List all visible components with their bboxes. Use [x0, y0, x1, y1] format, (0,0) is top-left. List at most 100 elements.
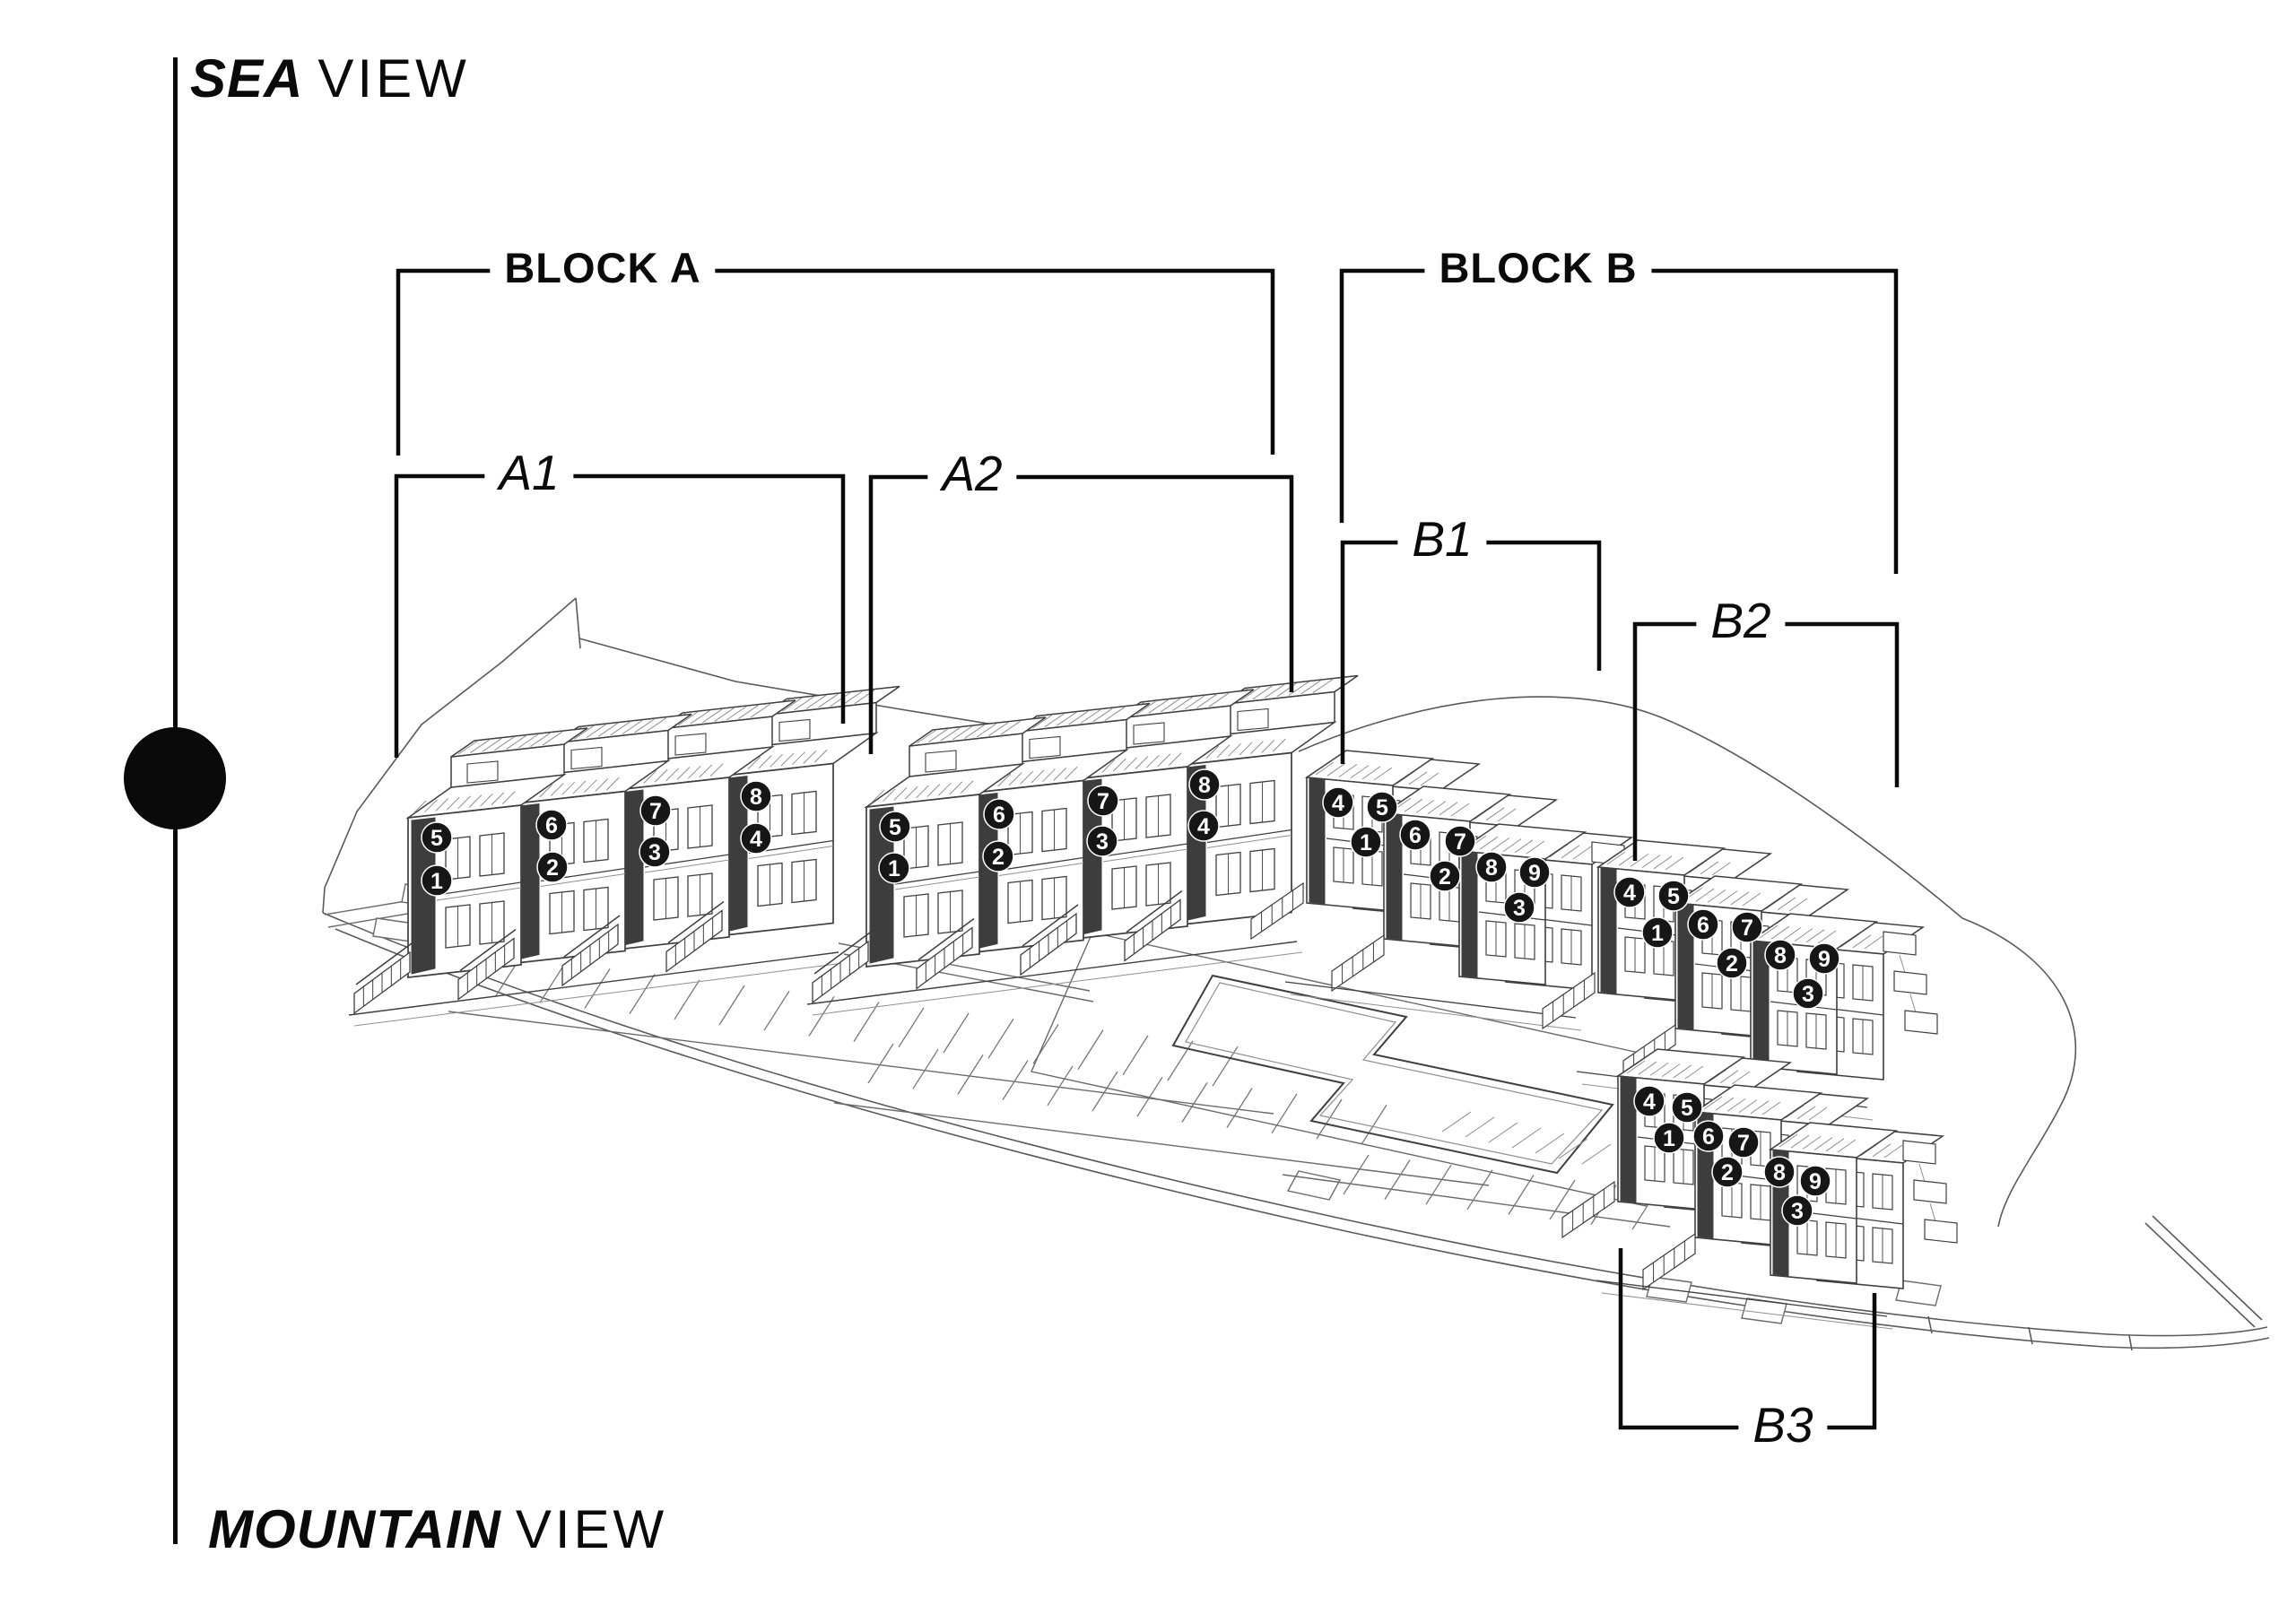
unit-badge-number: 8 — [1773, 1160, 1786, 1185]
unit-badge-B3-4[interactable]: 4 — [1633, 1085, 1665, 1117]
group-b2-bracket — [1632, 621, 1900, 861]
unit-badge-number: 2 — [1721, 1160, 1734, 1185]
pool-inner-line — [1185, 982, 1604, 1165]
unit-badge-A2-5[interactable]: 5 — [879, 811, 911, 843]
unit-badge-B3-9[interactable]: 9 — [1799, 1165, 1831, 1197]
unit-badge-A1-8[interactable]: 8 — [740, 780, 772, 812]
unit-badge-B1-6[interactable]: 6 — [1399, 819, 1431, 851]
group-a2-label: A2 — [927, 446, 1017, 503]
unit-badge-number: 9 — [1818, 947, 1831, 972]
unit-badge-A2-8[interactable]: 8 — [1188, 768, 1221, 801]
group-a2-bracket — [868, 474, 1294, 754]
unit-badge-B2-8[interactable]: 8 — [1764, 939, 1796, 971]
unit-badge-B2-9[interactable]: 9 — [1808, 942, 1840, 975]
unit-badge-number: 3 — [1513, 896, 1526, 921]
unit-badge-number: 5 — [1376, 795, 1388, 820]
group-b2-label: B2 — [1696, 593, 1786, 650]
orientation — [124, 57, 226, 1544]
unit-badge-B3-5[interactable]: 5 — [1671, 1091, 1703, 1124]
unit-badge-A2-3[interactable]: 3 — [1086, 825, 1118, 857]
unit-badge-A2-1[interactable]: 1 — [878, 852, 910, 884]
plaza-outline — [1031, 932, 1705, 1207]
terrain-bottom-edge — [322, 912, 2268, 1337]
unit-badge-number: 9 — [1809, 1169, 1822, 1194]
unit-badge-number: 5 — [1681, 1096, 1693, 1121]
unit-badge-B1-1[interactable]: 1 — [1350, 826, 1382, 858]
unit-badge-A1-5[interactable]: 5 — [421, 821, 453, 854]
unit-badge-B3-7[interactable]: 7 — [1727, 1126, 1760, 1159]
terrain-right-contour — [1961, 917, 2077, 1228]
pool-step-square — [1286, 1170, 1342, 1201]
unit-badge-number: 8 — [750, 785, 762, 810]
unit-badge-A1-3[interactable]: 3 — [639, 836, 671, 868]
unit-badge-number: 1 — [1651, 921, 1664, 946]
tail-wall-outer — [2152, 1215, 2263, 1321]
unit-badge-B3-6[interactable]: 6 — [1692, 1120, 1725, 1152]
unit-badge-number: 2 — [1439, 864, 1451, 890]
building-cluster-A1 — [348, 685, 900, 1027]
unit-badge-B3-1[interactable]: 1 — [1653, 1122, 1685, 1154]
unit-badge-number: 3 — [1096, 829, 1109, 855]
unit-badge-A1-2[interactable]: 2 — [536, 851, 569, 883]
unit-badge-B2-3[interactable]: 3 — [1792, 977, 1824, 1010]
unit-badge-B2-5[interactable]: 5 — [1657, 880, 1690, 912]
unit-badge-number: 7 — [1454, 829, 1466, 855]
unit-badge-B2-1[interactable]: 1 — [1641, 916, 1674, 949]
unit-badge-B1-8[interactable]: 8 — [1475, 851, 1508, 883]
group-a1-label: A1 — [484, 445, 574, 502]
unit-badge-number: 1 — [888, 856, 900, 881]
unit-badge-B1-5[interactable]: 5 — [1366, 791, 1398, 823]
unit-badge-A2-4[interactable]: 4 — [1187, 810, 1220, 842]
unit-badge-number: 4 — [1197, 814, 1210, 839]
parking-lane-edge-2 — [833, 1102, 1490, 1186]
unit-badge-number: 7 — [649, 799, 662, 824]
tail-wall-inner — [2144, 1222, 2256, 1328]
unit-badge-number: 3 — [1791, 1199, 1804, 1224]
building-cluster-A2 — [806, 674, 1359, 1016]
parking-lane-edge-3 — [1282, 1174, 1671, 1228]
wall-tick-3 — [2128, 1334, 2133, 1351]
unit-badge-B1-3[interactable]: 3 — [1503, 891, 1535, 924]
unit-badge-number: 6 — [545, 813, 558, 838]
unit-badge-B2-2[interactable]: 2 — [1716, 947, 1748, 979]
unit-badge-B1-7[interactable]: 7 — [1444, 825, 1476, 857]
pool-outline — [1171, 974, 1614, 1175]
unit-badge-B2-6[interactable]: 6 — [1687, 908, 1719, 941]
unit-badge-number: 2 — [1726, 951, 1738, 976]
unit-badge-B2-7[interactable]: 7 — [1731, 911, 1763, 943]
unit-badge-number: 2 — [992, 845, 1004, 870]
unit-badge-B3-8[interactable]: 8 — [1763, 1156, 1796, 1188]
unit-badge-A1-4[interactable]: 4 — [740, 822, 772, 855]
buildings-layer — [348, 674, 1958, 1330]
wall-tick-2 — [2028, 1326, 2033, 1345]
sea-side-marker — [124, 727, 226, 829]
mountain-view-emphasis: MOUNTAIN — [208, 1499, 501, 1559]
sea-view-rest: VIEW — [317, 48, 470, 108]
unit-badge-A1-7[interactable]: 7 — [639, 794, 672, 827]
unit-badge-number: 4 — [1643, 1089, 1656, 1115]
unit-badge-A1-1[interactable]: 1 — [421, 864, 453, 897]
unit-badge-A2-6[interactable]: 6 — [983, 798, 1015, 830]
sea-view-emphasis: SEA — [190, 48, 304, 108]
unit-badge-A2-7[interactable]: 7 — [1087, 785, 1119, 817]
group-b3-label: B3 — [1738, 1397, 1828, 1454]
unit-badge-number: 7 — [1097, 789, 1109, 814]
unit-badge-number: 8 — [1774, 943, 1787, 968]
unit-badge-B1-4[interactable]: 4 — [1322, 786, 1354, 819]
unit-badge-A2-2[interactable]: 2 — [982, 840, 1014, 872]
unit-badge-B2-4[interactable]: 4 — [1613, 876, 1646, 908]
pool-hatch — [1441, 1111, 1612, 1165]
terrain-apex-tick — [575, 597, 581, 649]
unit-badge-B1-9[interactable]: 9 — [1518, 856, 1551, 889]
unit-badge-number: 1 — [430, 869, 443, 894]
unit-badge-B3-2[interactable]: 2 — [1711, 1156, 1744, 1188]
unit-badge-B3-3[interactable]: 3 — [1781, 1194, 1813, 1227]
group-a1-bracket — [394, 473, 846, 758]
unit-badge-B1-2[interactable]: 2 — [1429, 860, 1461, 892]
block-b-label: BLOCK B — [1424, 244, 1652, 293]
unit-badge-A1-6[interactable]: 6 — [535, 809, 568, 841]
